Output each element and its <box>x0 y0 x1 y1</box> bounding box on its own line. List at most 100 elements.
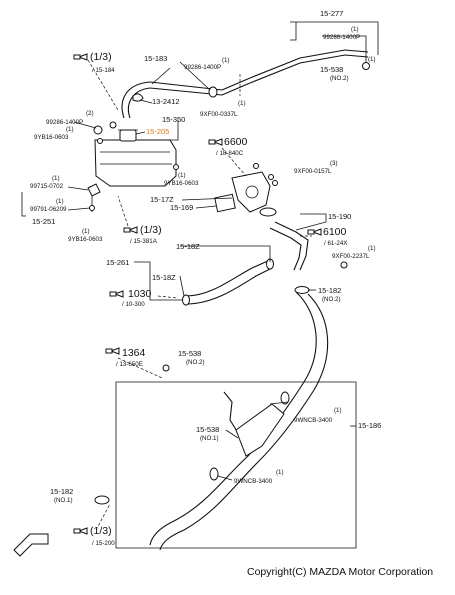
reservoir-cap-15-205 <box>119 129 137 142</box>
ref-arrow-icon-15-184 <box>73 53 88 61</box>
label-9xf00-0337l: 9XF00-0337L <box>200 111 238 118</box>
label-9yb16-0603-c: 9YB16-0603 <box>68 236 103 243</box>
label-9yb16-0603-b: 9YB16-0603 <box>164 180 199 187</box>
label-99715-0702: 99715-0702 <box>30 183 64 190</box>
label-qty-1-d: (1) <box>238 100 246 107</box>
leader-15-381a <box>117 195 129 227</box>
label-qty-1-j: (1) <box>368 245 376 252</box>
ref-arrow-icon-6600 <box>208 138 223 146</box>
label-ref-1-3-a: (1/3) <box>90 51 112 63</box>
label-ref-6600: 6600 <box>224 136 248 148</box>
hose-15-186-a <box>149 291 317 546</box>
hose-15-183-a <box>121 81 223 119</box>
sensor-99715-0702 <box>87 183 101 197</box>
label-13-2412: 13-2412 <box>152 97 180 106</box>
label-no2-b: (NO.2) <box>322 296 341 303</box>
lead-15-205 <box>135 131 146 135</box>
lead-99286-left <box>73 121 97 129</box>
lead-99791 <box>67 207 91 211</box>
lead-99715 <box>67 186 89 191</box>
label-qty-1-c: (1) <box>222 57 230 64</box>
label-ref-18-840c: / 18-840C <box>216 150 244 157</box>
ref-arrow-icon-1030 <box>109 290 124 298</box>
label-qty-1-k: (1) <box>334 407 342 414</box>
label-9xf00-2237l: 9XF00-2237L <box>332 253 370 260</box>
bolt-9xf00-0157l-b <box>272 180 278 186</box>
pipe-15-190-b <box>269 227 302 271</box>
lead-15-538-low <box>225 429 239 439</box>
lead-15-169 <box>195 205 217 209</box>
clamp-15-182-top <box>294 286 310 294</box>
label-ref-61-24x: / 61-24X <box>324 240 347 247</box>
label-no1-b: (NO.1) <box>54 497 73 504</box>
label-qty-1-a: (1) <box>351 26 359 33</box>
label-qty-1-g: (1) <box>52 175 60 182</box>
label-no2-a: (NO.2) <box>330 75 349 82</box>
clamp-15-18z-b <box>182 294 190 306</box>
pipe-15-538-no1 <box>223 391 241 437</box>
label-ref-15-200: / 15-200 <box>92 540 115 547</box>
lead-15-17z <box>181 197 233 201</box>
ref-arrow-icon-1364 <box>105 347 120 355</box>
hose-15-261-b <box>185 267 273 305</box>
clamp-15-182-low <box>94 495 110 505</box>
label-15-169: 15-169 <box>170 203 193 212</box>
lead-15-261 <box>134 261 182 301</box>
gasket-15-169 <box>214 193 236 213</box>
bracket-15-277-tick <box>290 22 297 41</box>
ref-arrow-icon-6100 <box>307 228 322 236</box>
label-99286-1400p-mid: 99286-1400P <box>184 64 221 71</box>
label-15-182-top: 15-182 <box>318 286 341 295</box>
coolant-reservoir-15-350 <box>94 139 177 187</box>
label-qty-1-i: (1) <box>82 228 90 235</box>
lead-15-190 <box>295 213 327 231</box>
fwd-arrow-icon <box>13 533 49 557</box>
leader-1030 <box>157 295 179 299</box>
bolt-9yb16-0603-c <box>89 205 95 211</box>
label-15-538-top: 15-538 <box>320 65 343 74</box>
label-15-17z: 15-17Z <box>150 195 174 204</box>
label-ref-13-650e: / 13-650E <box>116 361 143 368</box>
lead-13-2412 <box>139 99 153 104</box>
water-outlet-housing-15-17z <box>231 171 271 213</box>
label-15-182-low: 15-182 <box>50 487 73 496</box>
label-qty-3: (3) <box>330 160 338 167</box>
label-99286-1400p-left: 99286-1400P <box>46 119 83 126</box>
bolt-9yb16-0603-b <box>173 164 179 170</box>
label-15-183: 15-183 <box>144 54 167 63</box>
bolt-9xf00-2237l <box>340 261 348 269</box>
label-15-190: 15-190 <box>328 212 351 221</box>
label-qty-1-l: (1) <box>276 469 284 476</box>
hose-15-186-b <box>159 293 329 551</box>
label-no2-c: (NO.2) <box>186 359 205 366</box>
clip-13-2412 <box>132 93 144 102</box>
label-qty-1-e: (1) <box>66 126 74 133</box>
clamp-99286-1400p-mid <box>208 86 218 98</box>
label-15-350: 15-350 <box>162 115 185 124</box>
bracket-15-277 <box>290 21 379 55</box>
clamp-99286-1400p-left-b <box>109 121 117 129</box>
label-no1-a: (NO.1) <box>200 435 219 442</box>
bolt-9yb16-0603-a <box>97 138 103 144</box>
label-ref-1364: 1364 <box>122 347 146 359</box>
label-15-186: 15-186 <box>358 421 381 430</box>
bracket-15-251 <box>21 192 26 217</box>
lead-15-18z-b <box>179 275 185 297</box>
label-ref-6100: 6100 <box>323 226 347 238</box>
lead-99286-mid <box>179 61 211 91</box>
copyright-text: Copyright(C) MAZDA Motor Corporation <box>247 566 433 578</box>
label-99286-1400p-top: 99286-1400P <box>323 34 360 41</box>
label-qty-1-f: (1) <box>178 172 186 179</box>
lead-9wncb-b <box>217 475 233 481</box>
bolt-9xf00-0157l-c <box>253 163 259 169</box>
label-ref-10-300: / 10-300 <box>122 301 145 308</box>
pipe-15-277-upper <box>221 49 369 91</box>
label-15-18z-a: 15-18Z <box>176 242 200 251</box>
clamp-9wncb-3400-a <box>280 391 290 405</box>
label-15-205-highlighted[interactable]: 15-205 <box>146 127 169 136</box>
leader-1364 <box>117 357 163 379</box>
gasket-15-190 <box>259 207 277 217</box>
lead-15-183 <box>151 67 171 85</box>
lead-15-350 <box>150 120 179 141</box>
